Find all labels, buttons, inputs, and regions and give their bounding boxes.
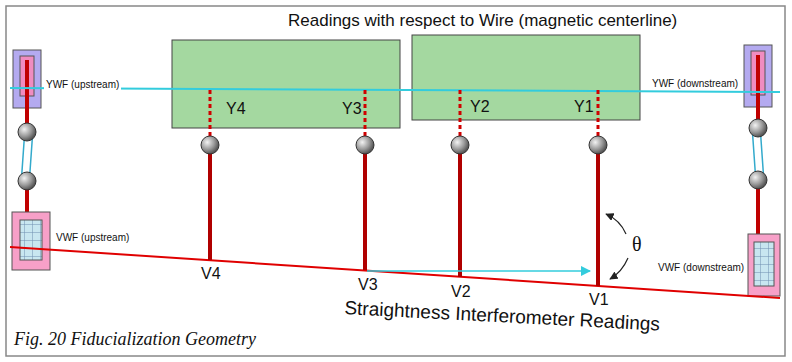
magnet-box [412, 35, 640, 120]
figure-caption: Fig. 20 Fiducialization Geometry [14, 330, 256, 350]
reading-label: V1 [589, 291, 609, 309]
reading-label: Y3 [342, 100, 362, 118]
reading-label: V3 [356, 276, 380, 294]
y-readings [210, 90, 598, 137]
reading-label: V4 [201, 265, 221, 283]
fixture-label: YWF (downstream) [650, 78, 740, 89]
fixture-label: VWF (downstream) [656, 262, 746, 273]
frame [6, 6, 785, 356]
title: Readings with respect to Wire (magnetic … [288, 12, 677, 31]
v-stems [210, 153, 598, 286]
axis-caption: Straightness Interferometer Readings [344, 298, 660, 335]
reading-label: Y2 [470, 98, 490, 116]
reading-label: V2 [451, 283, 471, 301]
reading-label: Y4 [226, 100, 246, 118]
interferometer-line [10, 247, 780, 298]
angle-label: θ [632, 233, 642, 255]
downstream-fixture [744, 45, 780, 296]
angle-arrow [606, 214, 626, 234]
reading-label: Y1 [574, 98, 594, 116]
angle-arrow [610, 258, 628, 279]
fixture-label: VWF (upstream) [54, 232, 131, 243]
fixture-label: YWF (upstream) [44, 79, 121, 90]
reference-arrow [367, 270, 590, 272]
ball-mounts [18, 119, 767, 190]
